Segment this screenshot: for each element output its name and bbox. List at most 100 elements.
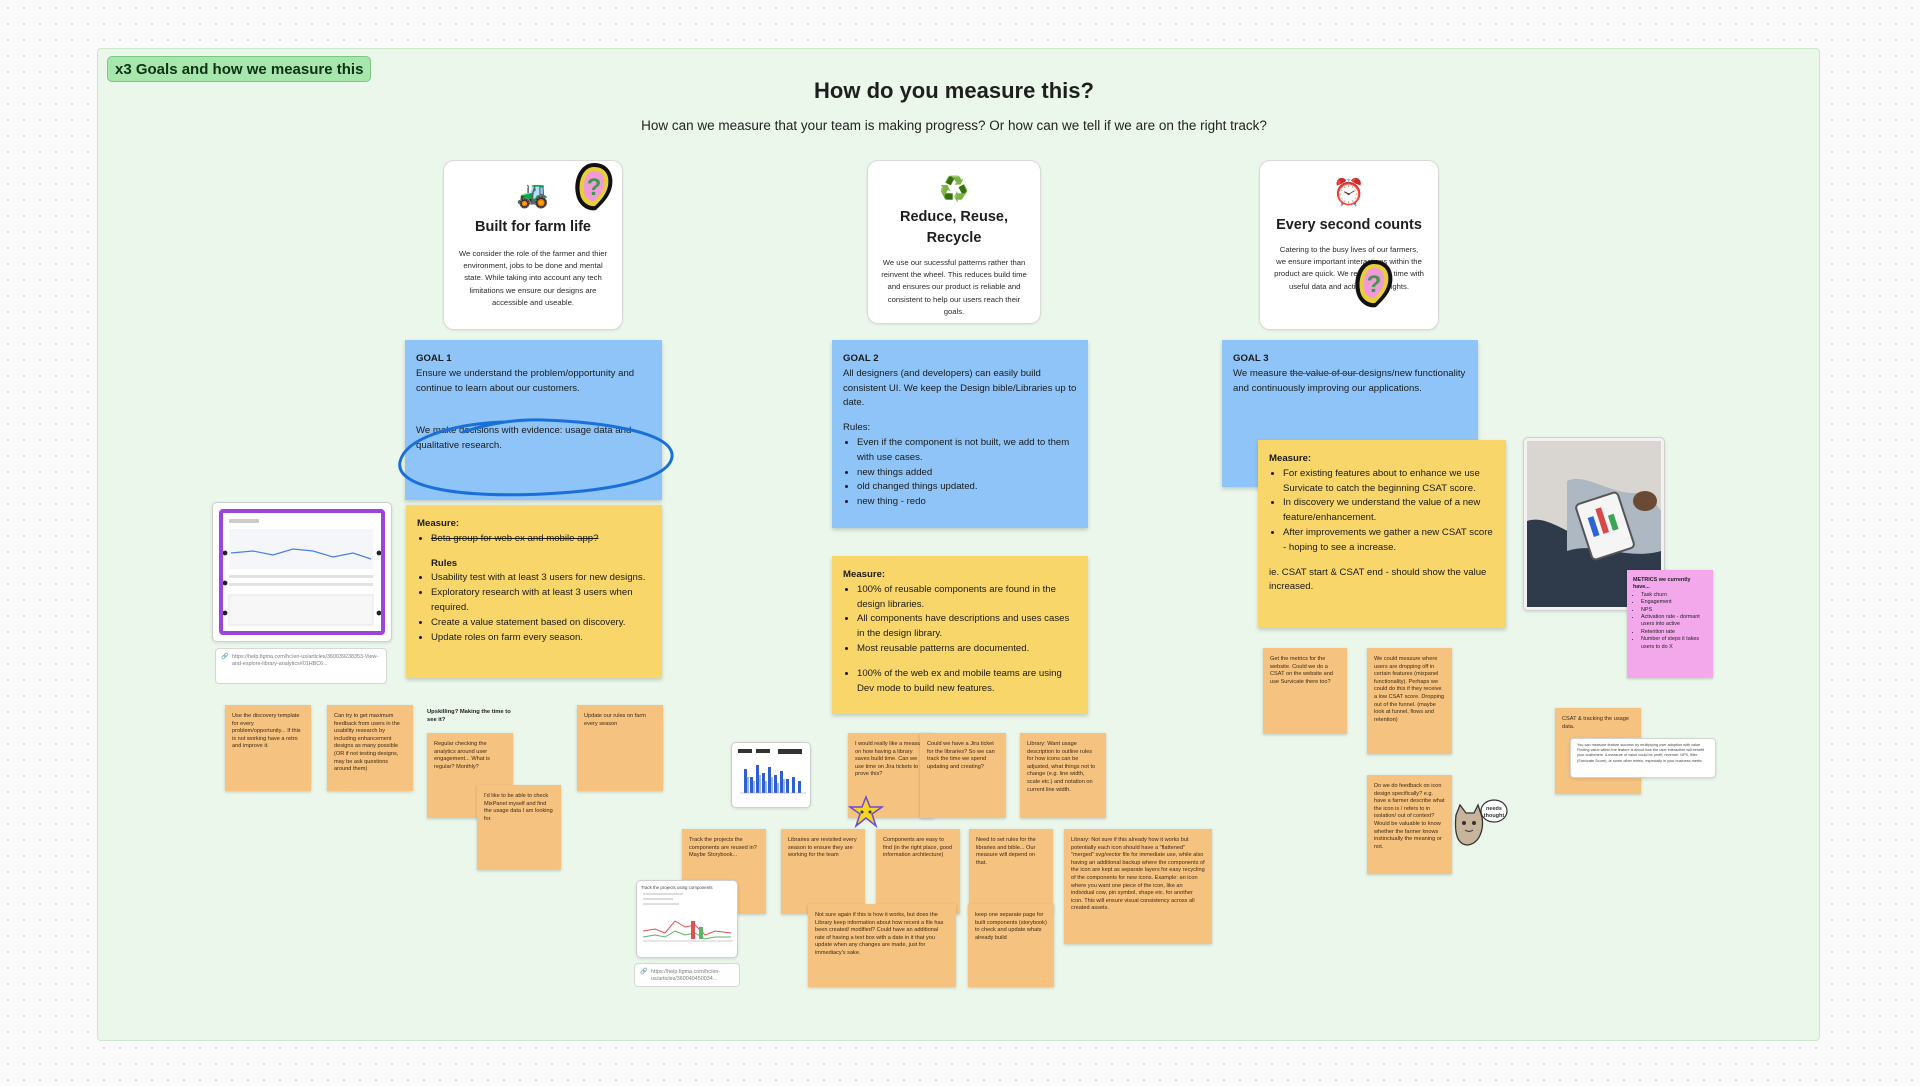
- note-rules-libraries[interactable]: Need to set rules for the libraries and …: [969, 829, 1053, 914]
- list-item: Engagement: [1641, 599, 1707, 606]
- list-item: Create a value statement based on discov…: [431, 616, 651, 631]
- goal-label: GOAL 2: [843, 353, 879, 364]
- measure-note: ie. CSAT start & CSAT end - should show …: [1269, 566, 1487, 593]
- question-sticker-icon[interactable]: ?: [572, 160, 616, 214]
- note-jira-ticket[interactable]: Could we have a Jira ticket for the libr…: [920, 733, 1006, 818]
- thumbnail-title: Track the projects using components: [641, 885, 713, 890]
- goal-label: GOAL 1: [416, 353, 452, 364]
- list-item: Usability test with at least 3 users for…: [431, 571, 651, 586]
- note-libraries-revisited[interactable]: Libraries are revisited every season to …: [781, 829, 865, 914]
- bar-chart-thumbnail[interactable]: [731, 742, 811, 808]
- list-item: After improvements we gather a new CSAT …: [1283, 526, 1495, 556]
- note-update-rules[interactable]: Update our rules on farm every season: [577, 705, 663, 791]
- adoption-value-card[interactable]: You can measure feature success by multi…: [1570, 738, 1716, 778]
- measure-list: 100% of the web ex and mobile teams are …: [843, 667, 1077, 697]
- alarm-clock-icon: ⏰: [1332, 177, 1366, 207]
- sparkle-face-sticker-icon[interactable]: [846, 795, 886, 829]
- measure-label: Measure:: [843, 569, 886, 580]
- card-title: Built for farm life: [474, 219, 591, 235]
- analytics-line-chart: [222, 519, 382, 626]
- note-maximum-feedback[interactable]: Can try to get maximum feedback from use…: [327, 705, 413, 791]
- board-title: How do you measure this?: [814, 78, 1094, 103]
- list-item: 100% of the web ex and mobile teams are …: [857, 667, 1077, 697]
- pen-annotation-circle[interactable]: [393, 410, 679, 502]
- note-components-easy-find[interactable]: Components are easy to find (in the righ…: [876, 829, 960, 914]
- goal-text: Ensure we understand the problem/opportu…: [416, 367, 635, 394]
- analytics-screenshot-frame: [219, 509, 385, 635]
- board-subtitle: How can we measure that your team is mak…: [641, 118, 1267, 133]
- list-item: Most reusable patterns are documented.: [857, 642, 1077, 657]
- metrics-list: Task churn Engagement NPS Activation rat…: [1633, 592, 1707, 651]
- question-sticker-icon[interactable]: ?: [1352, 257, 1396, 311]
- measure-2-sticky[interactable]: Measure: 100% of reusable components are…: [832, 556, 1088, 714]
- measure-label: Measure:: [417, 518, 460, 529]
- svg-text:?: ?: [587, 174, 602, 201]
- list-item: Exploratory research with at least 3 use…: [431, 586, 651, 616]
- list-item: 100% of reusable components are found in…: [857, 583, 1077, 613]
- measure-list: For existing features about to enhance w…: [1269, 467, 1495, 556]
- sticker-text: needs: [1486, 806, 1502, 812]
- tracking-chart: [642, 893, 733, 942]
- list-item: Even if the component is not built, we a…: [857, 436, 1077, 466]
- goal-evidence: We make decisions with evidence: usage d…: [416, 425, 632, 452]
- card-body: We consider the role of the farmer and t…: [458, 249, 608, 307]
- goal-text-struck: the value of our: [1289, 367, 1359, 379]
- list-item: Number of steps it takes users to do X: [1641, 636, 1707, 651]
- goal-2-sticky[interactable]: GOAL 2 All designers (and developers) ca…: [832, 340, 1088, 528]
- svg-text:?: ?: [1367, 271, 1382, 298]
- list-item: For existing features about to enhance w…: [1283, 467, 1495, 497]
- rules-label: Rules: [431, 557, 458, 569]
- principle-card-every-second[interactable]: ⏰ Every second counts Catering to the bu…: [1259, 160, 1439, 330]
- list-item: new thing - redo: [857, 495, 1077, 510]
- figma-help-link[interactable]: https://help.figma.com/hc/en-us/articles…: [215, 648, 387, 684]
- note-metrics-current[interactable]: METRICS we currently have... Task churn …: [1627, 570, 1713, 678]
- measure-3-sticky[interactable]: Measure: For existing features about to …: [1258, 440, 1506, 628]
- list-item: Retention rate: [1641, 629, 1707, 636]
- tractor-icon: 🚜: [516, 179, 550, 209]
- rules-list: Usability test with at least 3 users for…: [417, 571, 651, 645]
- note-library-file-date[interactable]: Not sure again if this is how it works, …: [808, 904, 956, 987]
- goal-text-post: designs/new functionality and continuous…: [1233, 367, 1466, 394]
- goal-text: All designers (and developers) can easil…: [843, 367, 1077, 409]
- list-item: NPS: [1641, 607, 1707, 614]
- list-item: old changed things updated.: [857, 480, 1077, 495]
- section-label[interactable]: x3 Goals and how we measure this: [107, 56, 372, 82]
- list-item: In discovery we understand the value of …: [1283, 496, 1495, 526]
- list-item: Beta group for web ex and mobile app?: [431, 532, 651, 547]
- measure-1-sticky[interactable]: Measure: Beta group for web ex and mobil…: [406, 505, 662, 678]
- measure-list: 100% of reusable components are found in…: [843, 583, 1077, 657]
- goal-label: GOAL 3: [1233, 353, 1269, 364]
- metrics-title: METRICS we currently have...: [1633, 577, 1691, 591]
- rules-label: Rules:: [843, 422, 871, 434]
- list-item: Activation rate - dormant users into act…: [1641, 614, 1707, 629]
- goal-text: We measure the value of our designs/new …: [1233, 367, 1467, 397]
- card-title: Reduce, Reuse, Recycle: [900, 209, 1008, 246]
- note-upskilling-title: Upskilling? Making the time to see it?: [427, 709, 511, 723]
- list-item: Update roles on farm every season.: [431, 631, 651, 646]
- principle-card-reduce-reuse[interactable]: ♻️ Reduce, Reuse, Recycle We use our suc…: [867, 160, 1041, 324]
- list-item: Task churn: [1641, 592, 1707, 599]
- card-body: Catering to the busy lives of our farmer…: [1274, 245, 1424, 291]
- usage-bar-chart: [738, 749, 806, 794]
- note-mixpanel-check[interactable]: I'd like to be able to check MixPanel my…: [477, 785, 561, 870]
- note-icon-feedback[interactable]: Do we do feedback on icon design specifi…: [1367, 775, 1452, 874]
- rules-list: Even if the component is not built, we a…: [843, 436, 1077, 510]
- recycle-icon: ♻️: [939, 176, 969, 203]
- analytics-screenshot-thumbnail[interactable]: [212, 502, 392, 642]
- note-library-icon-usage[interactable]: Library: Want usage description to outli…: [1020, 733, 1106, 818]
- note-storybook-page[interactable]: keep one separate page for built compone…: [968, 904, 1054, 987]
- card-title: Every second counts: [1276, 217, 1422, 233]
- cat-needs-thought-sticker-icon[interactable]: needs thought: [1450, 797, 1508, 849]
- note-library-build-time[interactable]: I would really like a measure on how hav…: [848, 733, 934, 818]
- list-item: new things added: [857, 466, 1077, 481]
- note-website-metrics[interactable]: Get the metrics for the website. Could w…: [1263, 648, 1347, 734]
- figma-help-link[interactable]: https://help.figma.com/hc/en-us/articles…: [634, 963, 740, 987]
- note-discovery-template[interactable]: Use the discovery template for every pro…: [225, 705, 311, 791]
- card-body: We use our sucessful patterns rather tha…: [881, 258, 1027, 316]
- note-mixpanel-dropoff[interactable]: We could measure where users are droppin…: [1367, 648, 1452, 754]
- sticker-text: thought: [1484, 813, 1505, 819]
- components-tracking-thumbnail[interactable]: Track the projects using components: [636, 880, 738, 958]
- measure-label: Measure:: [1269, 453, 1312, 464]
- note-library-flattened-svg[interactable]: Library: Not sure if this already how it…: [1064, 829, 1212, 944]
- list-item: All components have descriptions and use…: [857, 612, 1077, 642]
